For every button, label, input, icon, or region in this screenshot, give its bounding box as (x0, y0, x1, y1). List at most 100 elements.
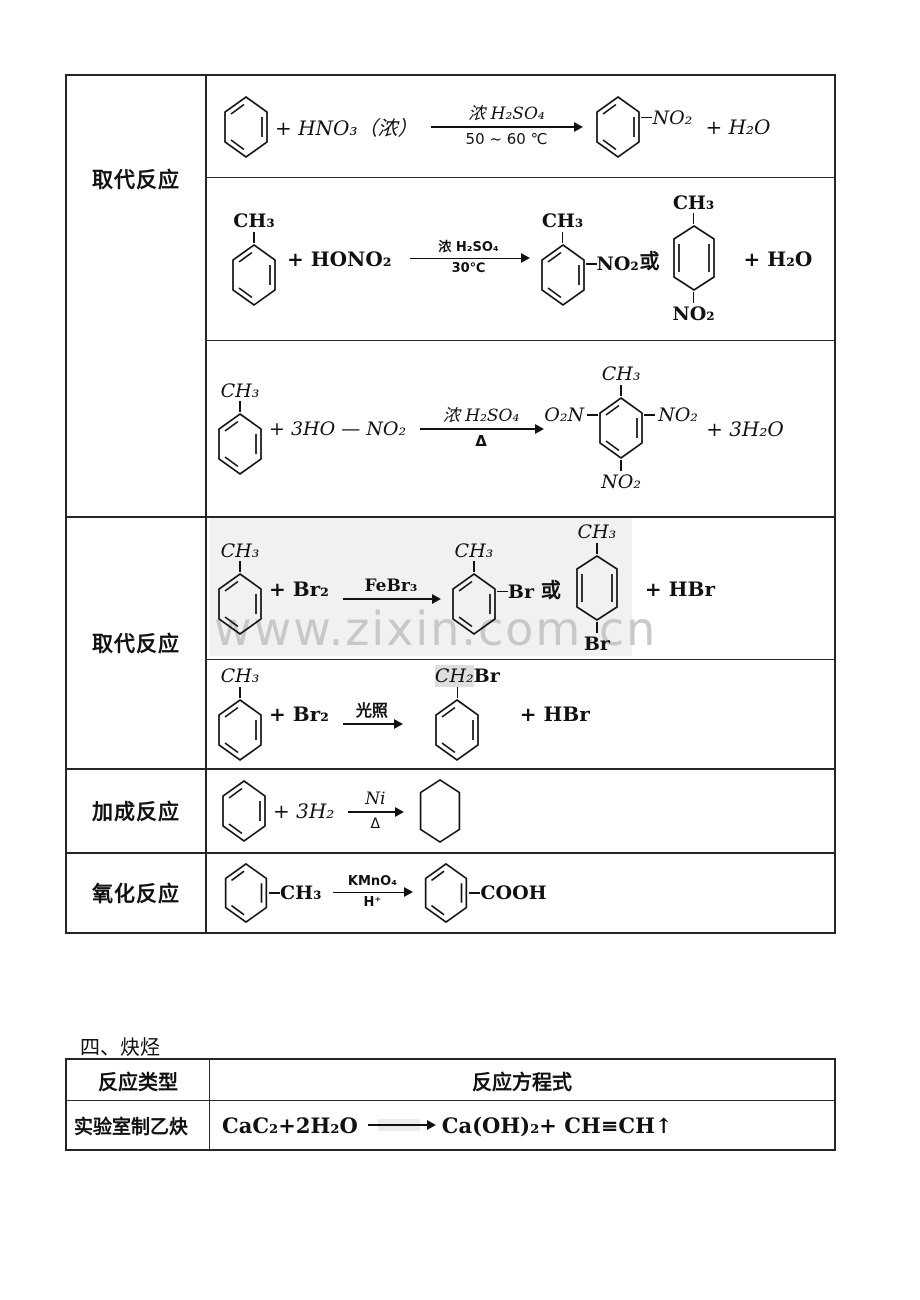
reaction-arrow: 光照 (342, 702, 403, 729)
arrow-line (420, 424, 545, 434)
bond (239, 686, 241, 698)
bromo-substituent: Br (496, 581, 534, 603)
arrow-line (342, 594, 441, 604)
bond (641, 116, 653, 119)
arrow-line (348, 807, 405, 817)
condition-above: 浓 H₂SO₄ (442, 405, 520, 426)
label-substitution-1: 取代反应 (92, 169, 180, 192)
reagent-hno3: + HNO₃（浓） (275, 116, 418, 140)
para-bromotoluene: CH₃ Br (575, 522, 619, 655)
bond (644, 414, 656, 416)
arrow-line (367, 1119, 436, 1131)
cell-lab-acetylene: 实验室制乙炔 (67, 1101, 210, 1149)
bond (239, 561, 241, 573)
cell-reaction-type-addition: 加成反应 (67, 768, 207, 852)
label-oxidation: 氧化反应 (92, 883, 180, 906)
benzene-ring (221, 779, 267, 843)
condition-below: Δ (475, 432, 487, 451)
byproduct-hbr: + HBr (644, 576, 715, 601)
arrow-line (333, 887, 414, 897)
reaction-arrow: 浓 H₂SO₄ Δ (420, 405, 545, 451)
bond (239, 401, 241, 413)
nitro-substituent-bottom: NO₂ (601, 470, 641, 493)
arrow-line (409, 253, 530, 263)
equation-oxidation: CH₃ KMnO₄ H⁺ COOH (207, 852, 834, 932)
nitro-substituent-left: O₂N (544, 404, 599, 426)
bond (496, 590, 508, 593)
label-addition: 加成反应 (92, 801, 180, 824)
bond (561, 231, 564, 243)
benzene-ring (223, 95, 269, 159)
bond (585, 263, 597, 265)
condition-above: FeBr₃ (364, 575, 418, 596)
byproduct-water: + 3H₂O (706, 416, 784, 441)
condition-below: 50 ~ 60 ℃ (465, 130, 548, 149)
bond (253, 231, 255, 243)
para-nitrotoluene: CH₃ NO₂ (672, 191, 716, 326)
nitro-substituent: NO₂ (585, 253, 639, 275)
benzene-ring (598, 396, 644, 460)
bond (692, 213, 695, 225)
cell-acetylene-equation: CaC₂+2H₂O Ca(OH)₂+ CH≡CH↑ (210, 1101, 834, 1149)
reagent-hono2: + HONO₂ (287, 247, 392, 271)
benzene-reactions-table: 取代反应 取代反应 加成反应 氧化反应 + HNO₃（浓） 浓 H₂SO₄ 50… (65, 74, 836, 934)
bond (587, 414, 599, 416)
equation-sidechain-bromination: CH₃ + Br₂ 光照 CH₂Br + HBr (207, 659, 834, 768)
condition-above: 光照 (355, 702, 388, 720)
benzene-ring (595, 95, 641, 159)
benzene-ring (575, 554, 619, 622)
byproduct-hbr: + HBr (519, 702, 590, 726)
equation-right: Ca(OH)₂+ CH≡CH↑ (441, 1112, 673, 1138)
benzene-ring (217, 412, 263, 476)
header-reaction-equation: 反应方程式 (210, 1060, 834, 1101)
condition-below: Δ (370, 816, 381, 833)
ortho-nitrotoluene: CH₃ NO₂ (540, 211, 639, 307)
equation-benzene-nitration: + HNO₃（浓） 浓 H₂SO₄ 50 ~ 60 ℃ NO₂ + H₂O (207, 76, 834, 177)
benzene-ring (423, 862, 469, 924)
toluene: CH₃ (217, 666, 263, 762)
benzene-ring (223, 862, 269, 924)
arrow-line (431, 122, 584, 132)
bromo-substituent: Br (583, 632, 610, 655)
or-text: 或 (540, 578, 561, 602)
condition-above: 浓 H₂SO₄ (468, 103, 545, 124)
trinitrotoluene: CH₃ O₂N NO₂ NO₂ (544, 363, 698, 493)
equation-tnt-formation: CH₃ + 3HO — NO₂ 浓 H₂SO₄ Δ CH₃ O₂N (207, 340, 834, 516)
bond (620, 384, 622, 396)
benzoic-acid: COOH (423, 862, 547, 924)
equation-hydrogenation: + 3H₂ Ni Δ (207, 768, 834, 852)
reagent-nitric: + 3HO — NO₂ (269, 417, 407, 440)
reaction-arrow: 浓 H₂SO₄ 30℃ (409, 239, 530, 278)
reaction-arrow: KMnO₄ H⁺ (333, 873, 414, 912)
bond (469, 892, 481, 894)
nitrobenzene: NO₂ (595, 95, 692, 159)
toluene: CH₃ (231, 211, 277, 307)
condition-above: KMnO₄ (347, 873, 397, 889)
header-reaction-type: 反应类型 (67, 1060, 210, 1101)
carboxyl-group: COOH (480, 882, 547, 904)
cell-reaction-type-oxidation: 氧化反应 (67, 852, 207, 932)
or-text: 或 (639, 248, 660, 273)
benzene-ring (217, 698, 263, 762)
benzene-ring (231, 243, 277, 307)
toluene: CH₃ (217, 380, 263, 477)
bond (456, 687, 459, 699)
label-substitution-2: 取代反应 (92, 633, 180, 656)
reaction-arrow: Ni Δ (348, 789, 405, 833)
condition-above: 浓 H₂SO₄ (438, 239, 499, 255)
bond (692, 292, 695, 304)
scan-highlight-block (210, 518, 632, 656)
reaction-arrow: 浓 H₂SO₄ 50 ~ 60 ℃ (431, 103, 584, 149)
ch2br-group: CH₂Br (434, 664, 500, 687)
methyl-group: CH₃ (280, 882, 322, 904)
bond (596, 621, 598, 633)
benzene-ring (672, 224, 716, 292)
cell-reaction-type-substitution-2: 取代反应 (67, 516, 207, 768)
condition-below: H⁺ (363, 895, 382, 911)
section-heading-alkynes: 四、炔烃 (80, 1037, 160, 1059)
bond (473, 561, 475, 573)
byproduct-water: + H₂O (743, 247, 813, 271)
reaction-arrow: FeBr₃ (342, 575, 441, 604)
reagent-h2: + 3H₂ (273, 799, 335, 823)
